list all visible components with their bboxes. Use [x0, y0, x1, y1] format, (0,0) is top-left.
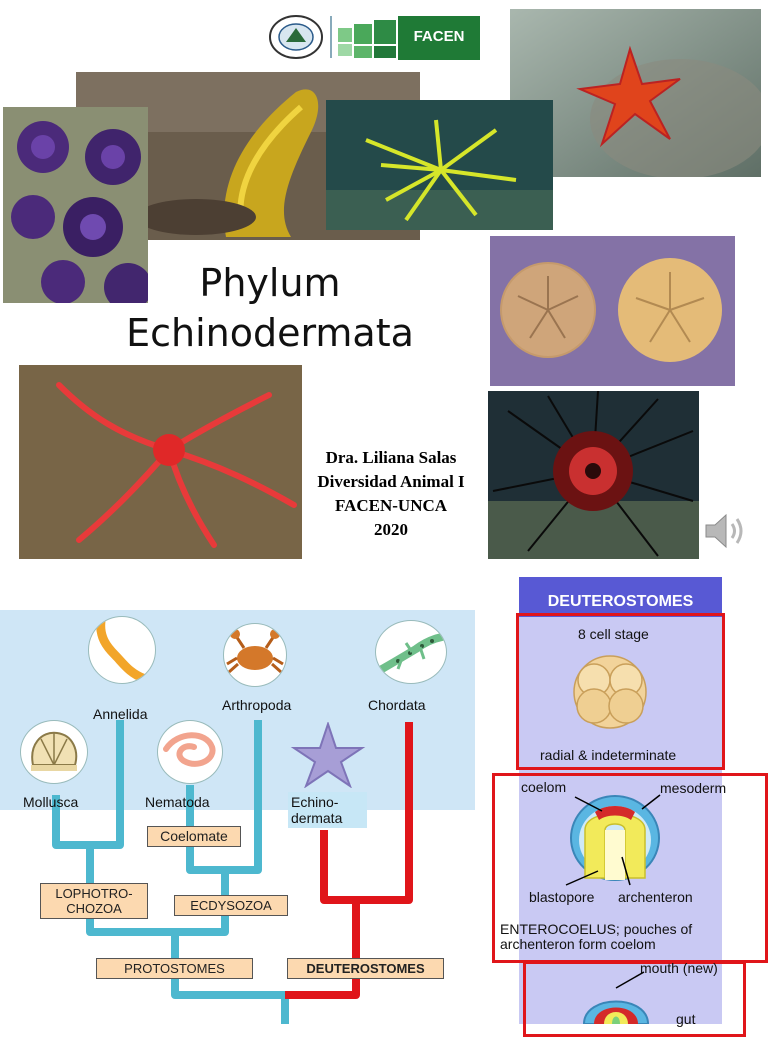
mouth-pointer	[615, 971, 645, 989]
mollusca-shell-icon	[20, 720, 88, 784]
group-protostomes: PROTOSTOMES	[96, 958, 253, 979]
enterocoelus-line1: ENTEROCOELUS; pouches of	[500, 921, 693, 937]
taxon-arthropoda: Arthropoda	[222, 697, 292, 713]
archenteron-label: archenteron	[618, 889, 693, 905]
mouth-label: mouth (new)	[640, 960, 718, 976]
arthropoda-crab-icon	[223, 623, 287, 687]
sea-urchins-photo	[3, 107, 148, 303]
year: 2020	[374, 520, 408, 539]
brittle-star-photo	[19, 365, 302, 559]
gut-label: gut	[676, 1011, 696, 1027]
group-deuterostomes: DEUTEROSTOMES	[287, 958, 444, 979]
logo-divider	[330, 16, 332, 58]
echinodermata-starfish-icon	[290, 720, 366, 789]
lophotrochozoa-line2: CHOZOA	[66, 901, 122, 916]
deuterostomes-header: DEUTEROSTOMES	[519, 577, 722, 617]
title-line-phylum: Phylum	[199, 261, 341, 305]
speaker-icon[interactable]	[700, 506, 750, 556]
blastopore-label: blastopore	[529, 889, 595, 905]
chordata-salamander-icon	[375, 620, 447, 684]
group-coelomate: Coelomate	[147, 826, 241, 847]
slide-title: Phylum Echinodermata	[100, 258, 440, 358]
eight-cell-embryo-icon	[570, 650, 650, 730]
coelom-label: coelom	[521, 779, 567, 795]
title-line-echinodermata: Echinodermata	[126, 311, 414, 355]
annelida-worm-icon	[88, 616, 156, 684]
cleavage-label: radial & indeterminate	[540, 747, 677, 763]
taxon-mollusca: Mollusca	[23, 794, 79, 810]
larva-diagram	[580, 984, 652, 1025]
facen-logo: FACEN	[338, 16, 480, 60]
taxon-nematoda: Nematoda	[145, 794, 210, 810]
cleavage-highlight-box	[516, 613, 725, 770]
gastrula-pointers	[565, 794, 661, 886]
feather-star-photo	[326, 100, 553, 230]
taxon-echinodermata: Echino- dermata	[288, 792, 367, 828]
lophotrochozoa-line1: LOPHOTRO-	[55, 886, 133, 901]
taxon-annelida: Annelida	[93, 706, 148, 722]
institution: FACEN-UNCA	[334, 496, 448, 515]
mesoderm-label: mesoderm	[660, 780, 727, 796]
nematoda-roundworm-icon	[157, 720, 223, 784]
echinodermata-line2: dermata	[291, 810, 343, 826]
taxon-chordata: Chordata	[368, 697, 426, 713]
author-block: Dra. Liliana Salas Diversidad Animal I F…	[300, 446, 482, 542]
long-spine-urchin-photo	[488, 391, 699, 559]
facen-logo-text: FACEN	[413, 28, 465, 45]
cell-stage-label: 8 cell stage	[578, 626, 649, 642]
group-lophotrochozoa: LOPHOTRO- CHOZOA	[40, 883, 148, 919]
group-ecdysozoa: ECDYSOZOA	[174, 895, 288, 916]
enterocoelus-description: ENTEROCOELUS; pouches of archenteron for…	[500, 922, 692, 952]
enterocoelus-line2: archenteron form coelom	[500, 936, 656, 952]
author-name: Dra. Liliana Salas	[325, 448, 457, 467]
sand-dollars-photo	[490, 236, 735, 386]
course-name: Diversidad Animal I	[317, 472, 465, 491]
echinodermata-line1: Echino-	[291, 794, 339, 810]
university-seal-icon	[268, 14, 324, 60]
gastrula-diagram	[565, 790, 665, 890]
